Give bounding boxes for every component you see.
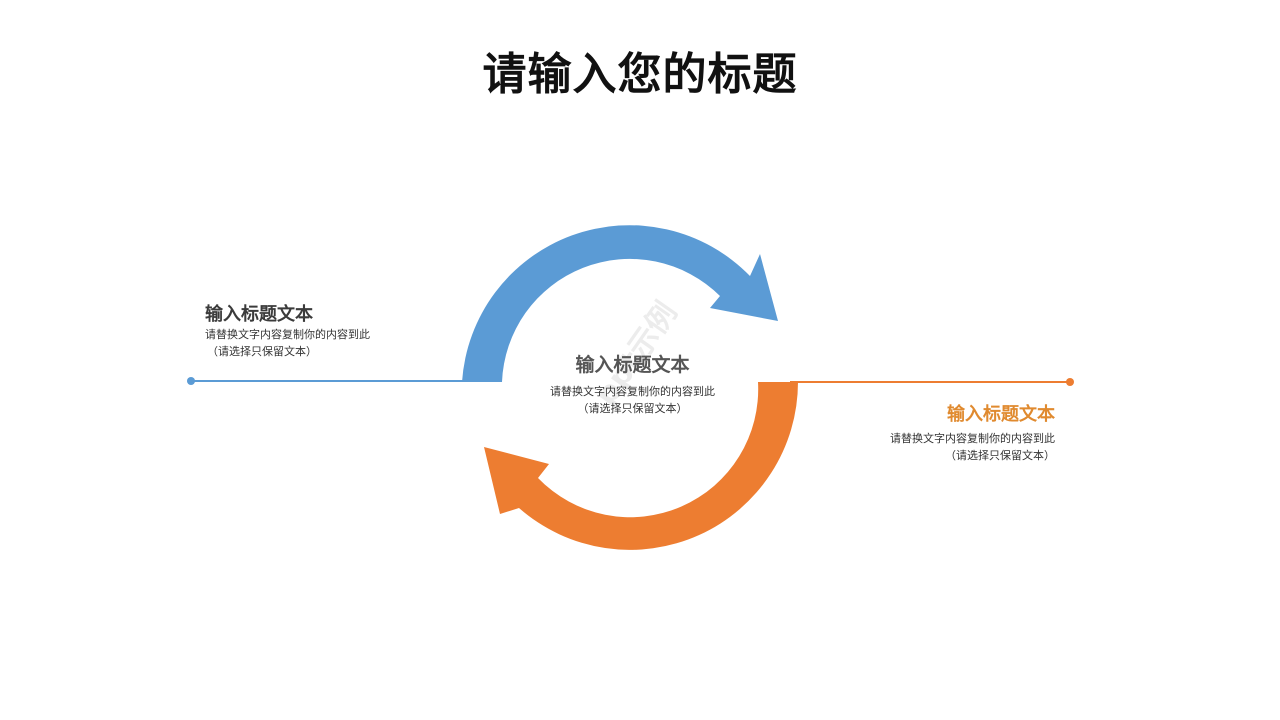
center-body-line2: （请选择只保留文本） xyxy=(577,402,688,415)
center-text-block: 输入标题文本 请替换文字内容复制你的内容到此 （请选择只保留文本） xyxy=(520,350,745,417)
center-heading: 输入标题文本 xyxy=(575,354,690,376)
left-heading: 输入标题文本 xyxy=(205,304,313,325)
page-title: 请输入您的标题 xyxy=(482,49,798,100)
right-body-line1: 请替换文字内容复制你的内容到此 xyxy=(890,432,1055,445)
left-connector-dot xyxy=(187,377,195,385)
right-connector-dot xyxy=(1066,378,1074,386)
blue-cycle-arrow xyxy=(462,225,778,382)
left-text-block: 输入标题文本 请替换文字内容复制你的内容到此 （请选择只保留文本） xyxy=(205,300,465,360)
center-body-line1: 请替换文字内容复制你的内容到此 xyxy=(550,385,715,398)
right-heading: 输入标题文本 xyxy=(947,404,1055,425)
right-text-block: 输入标题文本 请替换文字内容复制你的内容到此 （请选择只保留文本） xyxy=(840,400,1055,464)
right-body-line2: （请选择只保留文本） xyxy=(945,449,1055,462)
orange-cycle-arrow xyxy=(484,382,798,550)
left-body-line2: （请选择只保留文本） xyxy=(207,345,317,358)
left-body-line1: 请替换文字内容复制你的内容到此 xyxy=(205,328,370,341)
